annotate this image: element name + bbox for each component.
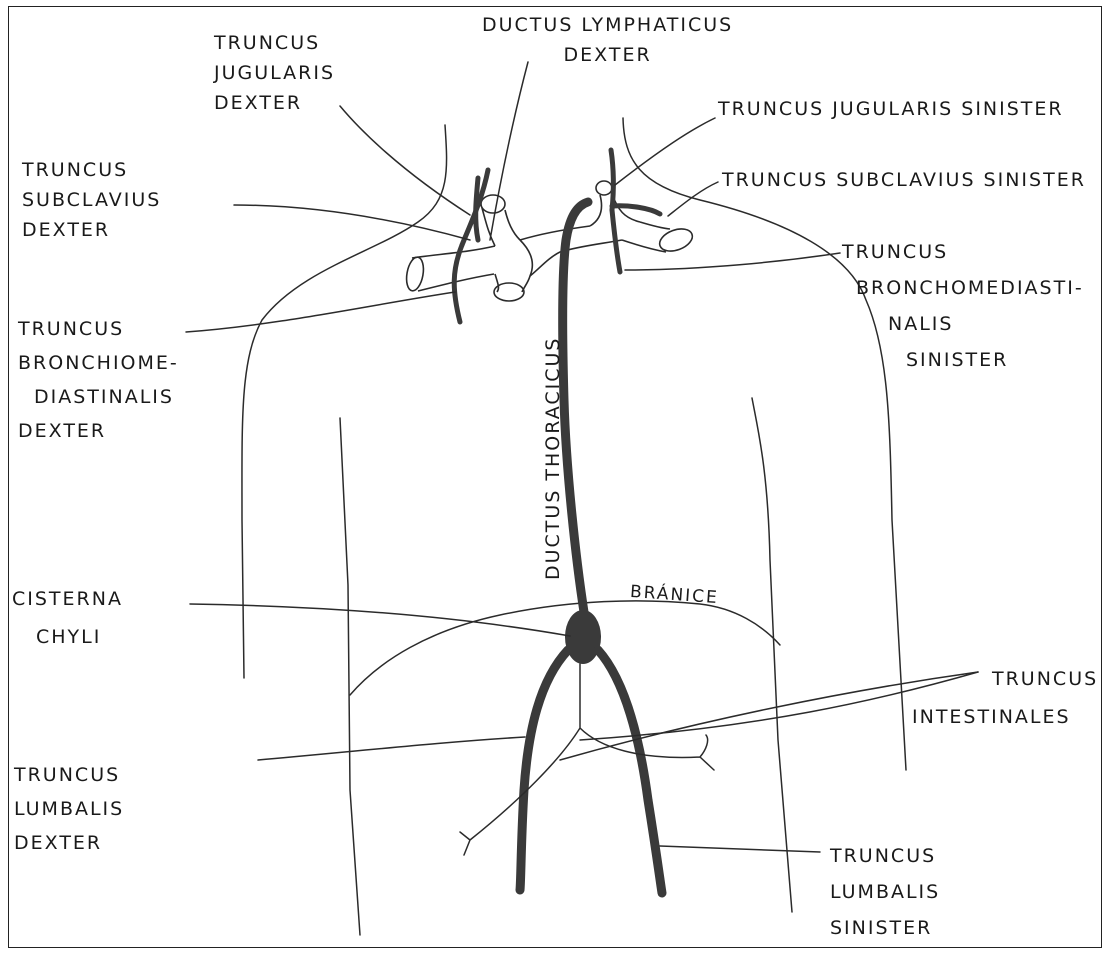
jugular-vein-right [482,208,520,246]
ductus-lymphaticus-dexter-path [476,178,478,240]
subclavian-vein-end-right [404,256,426,292]
label-ductus-lymphaticus-dexter: DUCTUS LYMPHATICUS DEXTER [482,10,733,70]
label-truncus-subclavius-dexter: TRUNCUS SUBCLAVIUS DEXTER [22,155,161,245]
torso-line-left [340,418,360,935]
truncus-lumbalis-sinister-path [598,650,662,893]
label-ductus-thoracicus: DUCTUS THORACICUS [542,337,564,580]
label-truncus-lumbalis-dexter: TRUNCUS LUMBALIS DEXTER [14,758,124,860]
body-outline-left [242,125,447,678]
label-truncus-intestinales: TRUNCUS INTESTINALES [912,660,1098,736]
label-truncus-lumbalis-sinister: TRUNCUS LUMBALIS SINISTER [830,838,940,946]
label-truncus-subclavius-sinister: TRUNCUS SUBCLAVIUS SINISTER [722,165,1086,195]
jugular-vein-end-right [481,195,505,213]
ductus-thoracicus-path [563,202,588,612]
torso-line-right [752,398,792,912]
label-truncus-jugularis-dexter: TRUNCUS JUGULARIS DEXTER [214,28,335,118]
truncus-lumbalis-dexter-path [520,650,568,890]
label-truncus-bronchiomediastinalis-dexter: TRUNCUS BRONCHIOME- DIASTINALIS DEXTER [18,312,179,448]
label-cisterna-chyli: CISTERNA CHYLI [12,580,123,656]
jugular-vein-end-left [596,181,612,195]
truncus-intestinales-branch [460,664,714,855]
truncus-bronchiomediastinalis-dexter-path [454,245,462,322]
label-truncus-bronchomediastinalis-sinister: TRUNCUS BRONCHOMEDIASTI- NALIS SINISTER [842,234,1084,378]
cisterna-chyli-shape [565,610,601,664]
label-truncus-jugularis-sinister: TRUNCUS JUGULARIS SINISTER [718,94,1064,124]
truncus-jugularis-sinister-path [611,150,613,210]
body-outline-right [623,118,906,770]
label-branice: BRÁNICE [629,577,720,613]
